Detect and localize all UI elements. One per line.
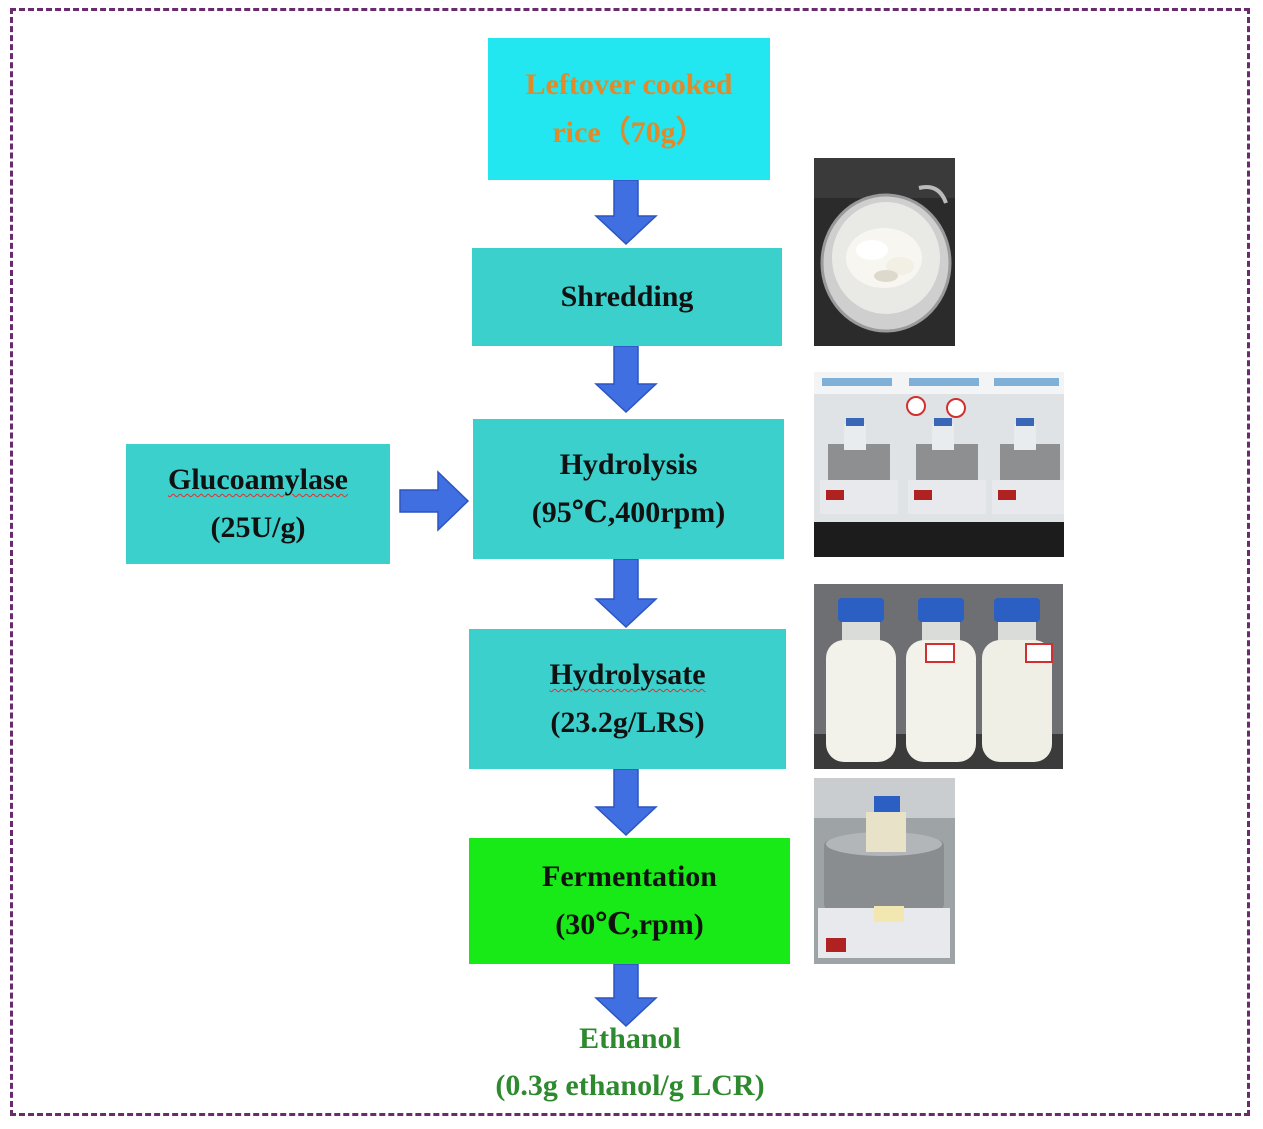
ethanol-label: Ethanol [579, 1022, 681, 1055]
fermentation-reactor-photo [814, 778, 955, 964]
right-arrow [399, 470, 470, 532]
ethanol-output: Ethanol (0.3g ethanol/g LCR) [430, 1016, 830, 1109]
dashed-frame [10, 8, 1250, 1116]
down-arrow-3 [594, 559, 658, 629]
shredding-box: Shredding [472, 248, 782, 346]
shredding-label: Shredding [560, 280, 694, 313]
start-label-line1: Leftover cooked [525, 68, 733, 101]
glucoamylase-dose: (25U/g) [210, 511, 306, 544]
glucoamylase-label: Glucoamylase [168, 463, 348, 496]
down-arrow-2 [594, 346, 658, 414]
shredded-rice-bowl-photo [814, 158, 955, 346]
hydrolysate-concentration: (23.2g/LRS) [550, 706, 705, 739]
hydrolysate-bottles-photo [814, 584, 1063, 769]
ethanol-yield: (0.3g ethanol/g LCR) [495, 1068, 765, 1102]
hydrolysis-box: Hydrolysis (95℃,400rpm) [473, 419, 784, 559]
start-label-line2: rice（70g） [552, 116, 706, 149]
hydrolysis-reactors-photo [814, 372, 1064, 557]
hydrolysate-label: Hydrolysate [549, 658, 706, 691]
hydrolysate-box: Hydrolysate (23.2g/LRS) [469, 629, 786, 769]
hydrolysis-label: Hydrolysis [559, 448, 698, 481]
down-arrow-1 [594, 180, 658, 246]
down-arrow-4 [594, 769, 658, 837]
start-box: Leftover cooked rice（70g） [488, 38, 770, 180]
hydrolysis-conditions: (95℃,400rpm) [531, 496, 726, 529]
fermentation-box: Fermentation (30℃,rpm) [469, 838, 790, 964]
down-arrow-5 [594, 964, 658, 1028]
fermentation-label: Fermentation [542, 860, 717, 893]
glucoamylase-box: Glucoamylase (25U/g) [126, 444, 390, 564]
fermentation-conditions: (30℃,rpm) [555, 908, 704, 941]
